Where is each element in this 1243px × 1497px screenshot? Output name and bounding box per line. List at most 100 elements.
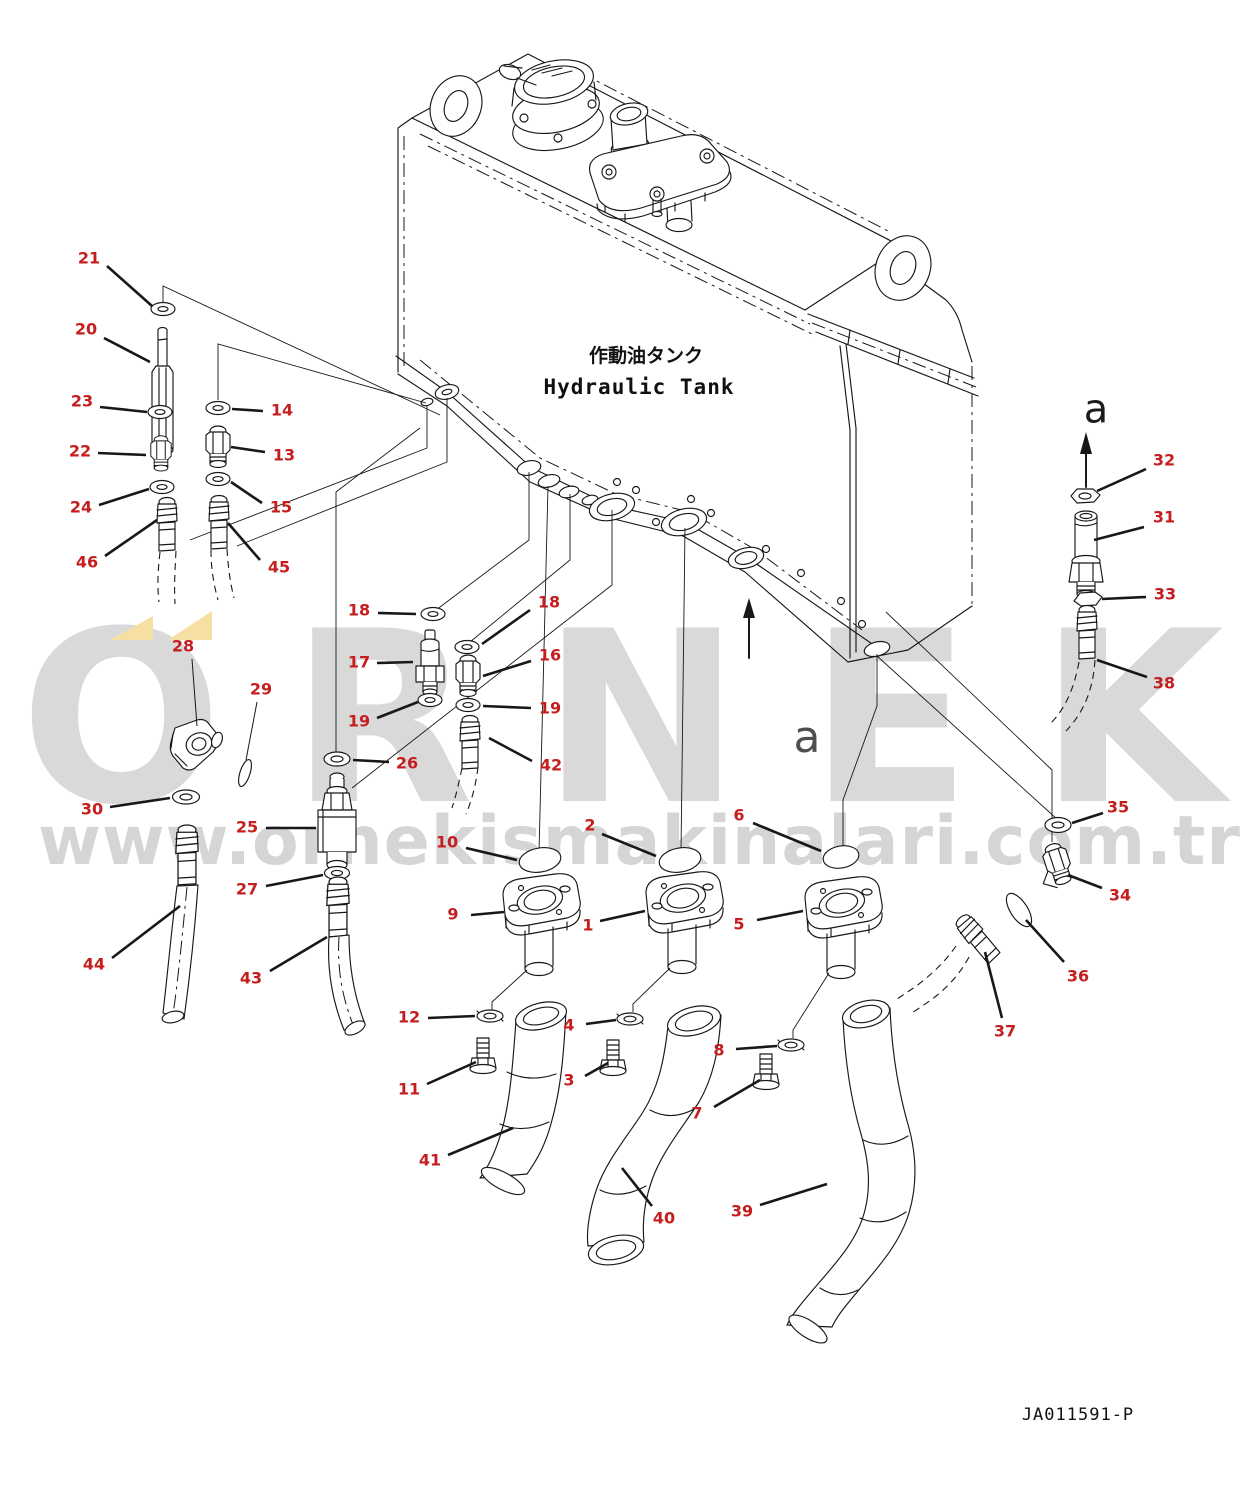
- oring-14: [205, 400, 231, 416]
- callout-19: 19: [347, 711, 371, 731]
- callout-9: 9: [447, 904, 459, 924]
- fitting-16: [455, 654, 481, 698]
- tube-41: [479, 1001, 567, 1196]
- oring-21: [150, 301, 176, 317]
- leader-line-43: [269, 935, 328, 973]
- leader-line-18: [481, 608, 531, 646]
- leader-line-28: [191, 658, 198, 727]
- callout-1: 1: [582, 915, 594, 935]
- fitting-31: [1068, 510, 1104, 599]
- leader-line-26: [352, 758, 390, 764]
- leader-line-13: [230, 445, 266, 454]
- leader-line-27: [265, 873, 324, 888]
- flange-1: [645, 871, 724, 975]
- leader-line-19: [482, 704, 532, 710]
- callout-5: 5: [733, 914, 745, 934]
- callout-17: 17: [347, 652, 371, 672]
- callout-18: 18: [537, 592, 561, 612]
- hose-39: [786, 999, 916, 1344]
- leader-line-41: [447, 1126, 514, 1157]
- leader-line-44: [111, 904, 181, 960]
- callout-44: 44: [82, 954, 106, 974]
- hose-40: [586, 1005, 722, 1266]
- connector-lines: [162, 285, 1092, 854]
- leader-line-2: [601, 832, 657, 858]
- oring-23: [147, 404, 173, 420]
- callout-31: 31: [1152, 507, 1176, 527]
- leader-line-29: [245, 701, 258, 761]
- oring-15: [205, 471, 231, 487]
- washer-12: [476, 1009, 504, 1023]
- leader-line-45: [227, 522, 261, 561]
- leader-line-37: [983, 951, 1004, 1019]
- flange-5: [804, 876, 883, 980]
- view-arrow-center: [743, 598, 755, 659]
- leader-line-19: [376, 700, 419, 720]
- hose-46: [156, 496, 178, 605]
- callout-16: 16: [538, 645, 562, 665]
- callout-24: 24: [69, 497, 93, 517]
- callout-18: 18: [347, 600, 371, 620]
- fitting-34: [1039, 839, 1077, 889]
- pin-29: [237, 759, 253, 787]
- leader-line-9: [470, 910, 505, 917]
- flange-9-1: [502, 873, 581, 977]
- callout-2: 2: [584, 815, 596, 835]
- leader-line-33: [1101, 595, 1147, 601]
- oring-27: [323, 865, 351, 881]
- callout-28: 28: [171, 636, 195, 656]
- lug-right: [874, 235, 932, 301]
- leader-line-40: [620, 1167, 654, 1207]
- callout-4: 4: [563, 1015, 575, 1035]
- callout-leader-lines: [97, 265, 1148, 1207]
- callout-45: 45: [267, 557, 291, 577]
- callout-21: 21: [77, 248, 101, 268]
- hose-43: [326, 876, 366, 1036]
- callout-32: 32: [1152, 450, 1176, 470]
- leader-line-14: [231, 407, 264, 413]
- watermark-url: www.ornekismakinalari.com.tr: [38, 802, 1241, 881]
- view-label-1: a: [1083, 386, 1109, 433]
- fitting-17: [415, 629, 445, 696]
- callout-25: 25: [235, 817, 259, 837]
- leader-line-32: [1096, 467, 1147, 493]
- callout-30: 30: [80, 799, 104, 819]
- plug-32: [1070, 488, 1101, 504]
- leader-line-1: [599, 909, 646, 923]
- callout-6: 6: [733, 805, 745, 825]
- bolt-7: [752, 1053, 780, 1091]
- leader-line-39: [759, 1182, 828, 1207]
- callout-33: 33: [1153, 584, 1177, 604]
- callout-42: 42: [539, 755, 563, 775]
- oring-36: [1005, 892, 1033, 928]
- hose-45: [208, 494, 235, 601]
- leader-line-24: [98, 487, 150, 507]
- bolt-11: [469, 1037, 497, 1075]
- callout-11: 11: [397, 1079, 421, 1099]
- valve-25: [317, 772, 357, 871]
- oring-19a: [417, 692, 443, 708]
- leader-line-38: [1096, 658, 1148, 679]
- leader-line-11: [426, 1060, 477, 1086]
- drawing-number: JA011591-P: [1022, 1405, 1134, 1425]
- seal-10: [518, 847, 562, 873]
- callout-38: 38: [1152, 673, 1176, 693]
- leader-line-3: [584, 1061, 609, 1078]
- breather: [588, 102, 732, 233]
- callout-12: 12: [397, 1007, 421, 1027]
- callout-43: 43: [239, 968, 263, 988]
- hose-42: [451, 714, 481, 815]
- callout-20: 20: [74, 319, 98, 339]
- leader-line-6: [752, 821, 822, 853]
- fitting-22: [150, 435, 172, 472]
- leader-line-36: [1025, 919, 1065, 963]
- leader-line-17: [376, 660, 414, 665]
- oring-33: [1073, 591, 1103, 607]
- callout-37: 37: [993, 1021, 1017, 1041]
- bolt-3: [599, 1039, 627, 1077]
- oring-18a: [420, 606, 446, 622]
- leader-line-31: [1093, 525, 1145, 542]
- callout-46: 46: [75, 552, 99, 572]
- watermark-brand: ORNEK: [20, 581, 1243, 858]
